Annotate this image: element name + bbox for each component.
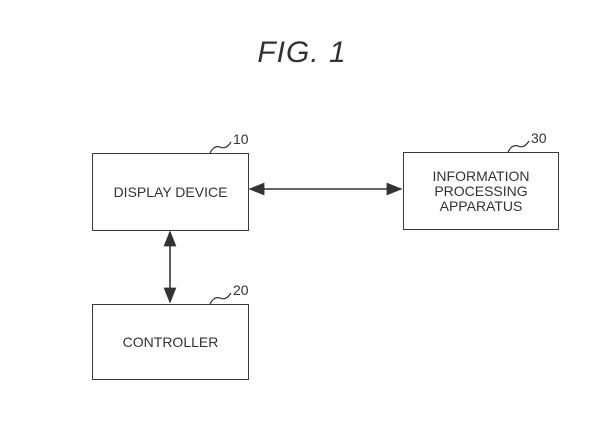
display-device-block: DISPLAY DEVICE (92, 153, 249, 231)
ref-number-10: 10 (233, 131, 249, 147)
leader-30 (507, 140, 530, 153)
controller-label: CONTROLLER (122, 333, 219, 350)
controller-block: CONTROLLER (92, 304, 249, 380)
figure-title: FIG. 1 (257, 36, 347, 69)
leader-20 (209, 292, 232, 305)
display-device-label: DISPLAY DEVICE (113, 183, 228, 200)
information-processing-apparatus-label: INFORMATION PROCESSING APPARATUS (432, 167, 530, 214)
ref-number-20: 20 (233, 282, 249, 298)
ref-number-30: 30 (531, 130, 547, 146)
leader-10 (209, 141, 232, 154)
information-processing-apparatus-block: INFORMATION PROCESSING APPARATUS (403, 152, 559, 230)
